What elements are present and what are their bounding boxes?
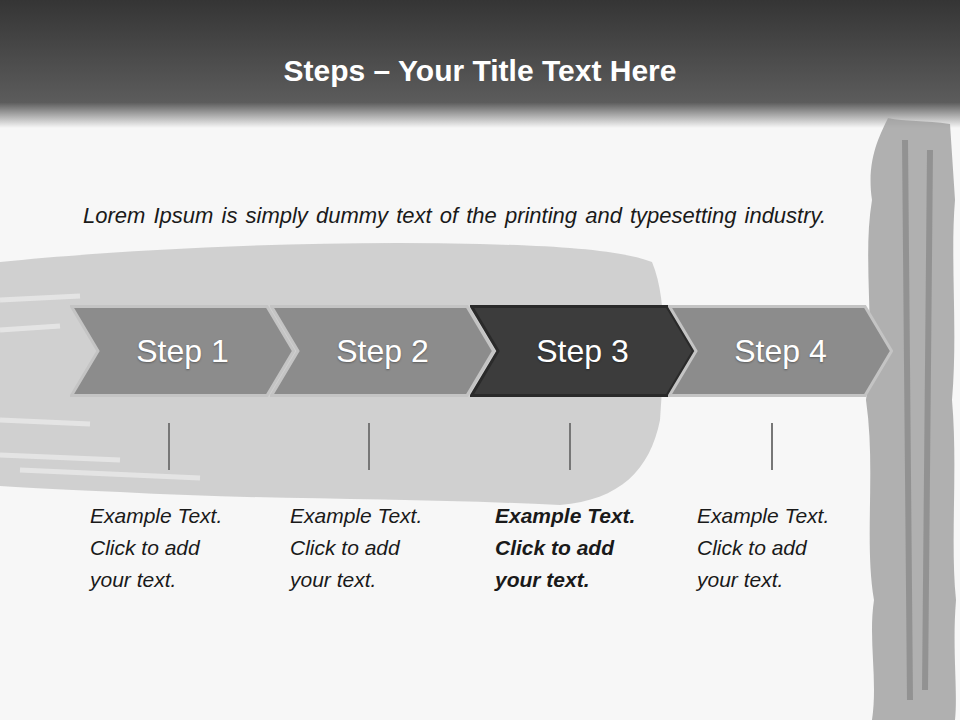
step-chevron: Step 3 (470, 305, 695, 397)
step-text-box: Step 1 (70, 305, 295, 397)
chevron-outline (72, 307, 294, 396)
step-description: Example Text. Click to add your text. (90, 500, 240, 596)
leader-line (569, 423, 571, 470)
header-bar (0, 0, 960, 128)
chevron-outline (272, 307, 494, 396)
step-description: Example Text. Click to add your text. (697, 500, 847, 596)
leader-line (368, 423, 370, 470)
chevron-outline (472, 307, 694, 396)
step-label: Step 4 (734, 333, 827, 370)
step-description: Example Text. Click to add your text. (495, 500, 645, 596)
step-label: Step 3 (536, 333, 629, 370)
slide-title: Steps – Your Title Text Here (0, 54, 960, 88)
step-chevron: Step 1 (70, 305, 295, 397)
leader-line (771, 423, 773, 470)
step-label: Step 1 (136, 333, 229, 370)
step-chevron: Step 4 (668, 305, 893, 397)
intro-text: Lorem Ipsum is simply dummy text of the … (83, 198, 887, 234)
brush-stroke (866, 118, 956, 720)
step-text-box: Step 2 (270, 305, 495, 397)
step-chevron: Step 2 (270, 305, 495, 397)
step-text-box: Step 3 (470, 305, 695, 397)
leader-line (168, 423, 170, 470)
step-text-box: Step 4 (668, 305, 893, 397)
step-label: Step 2 (336, 333, 429, 370)
brush-streaks (905, 140, 930, 700)
chevron-outline (670, 307, 892, 396)
step-description: Example Text. Click to add your text. (290, 500, 440, 596)
